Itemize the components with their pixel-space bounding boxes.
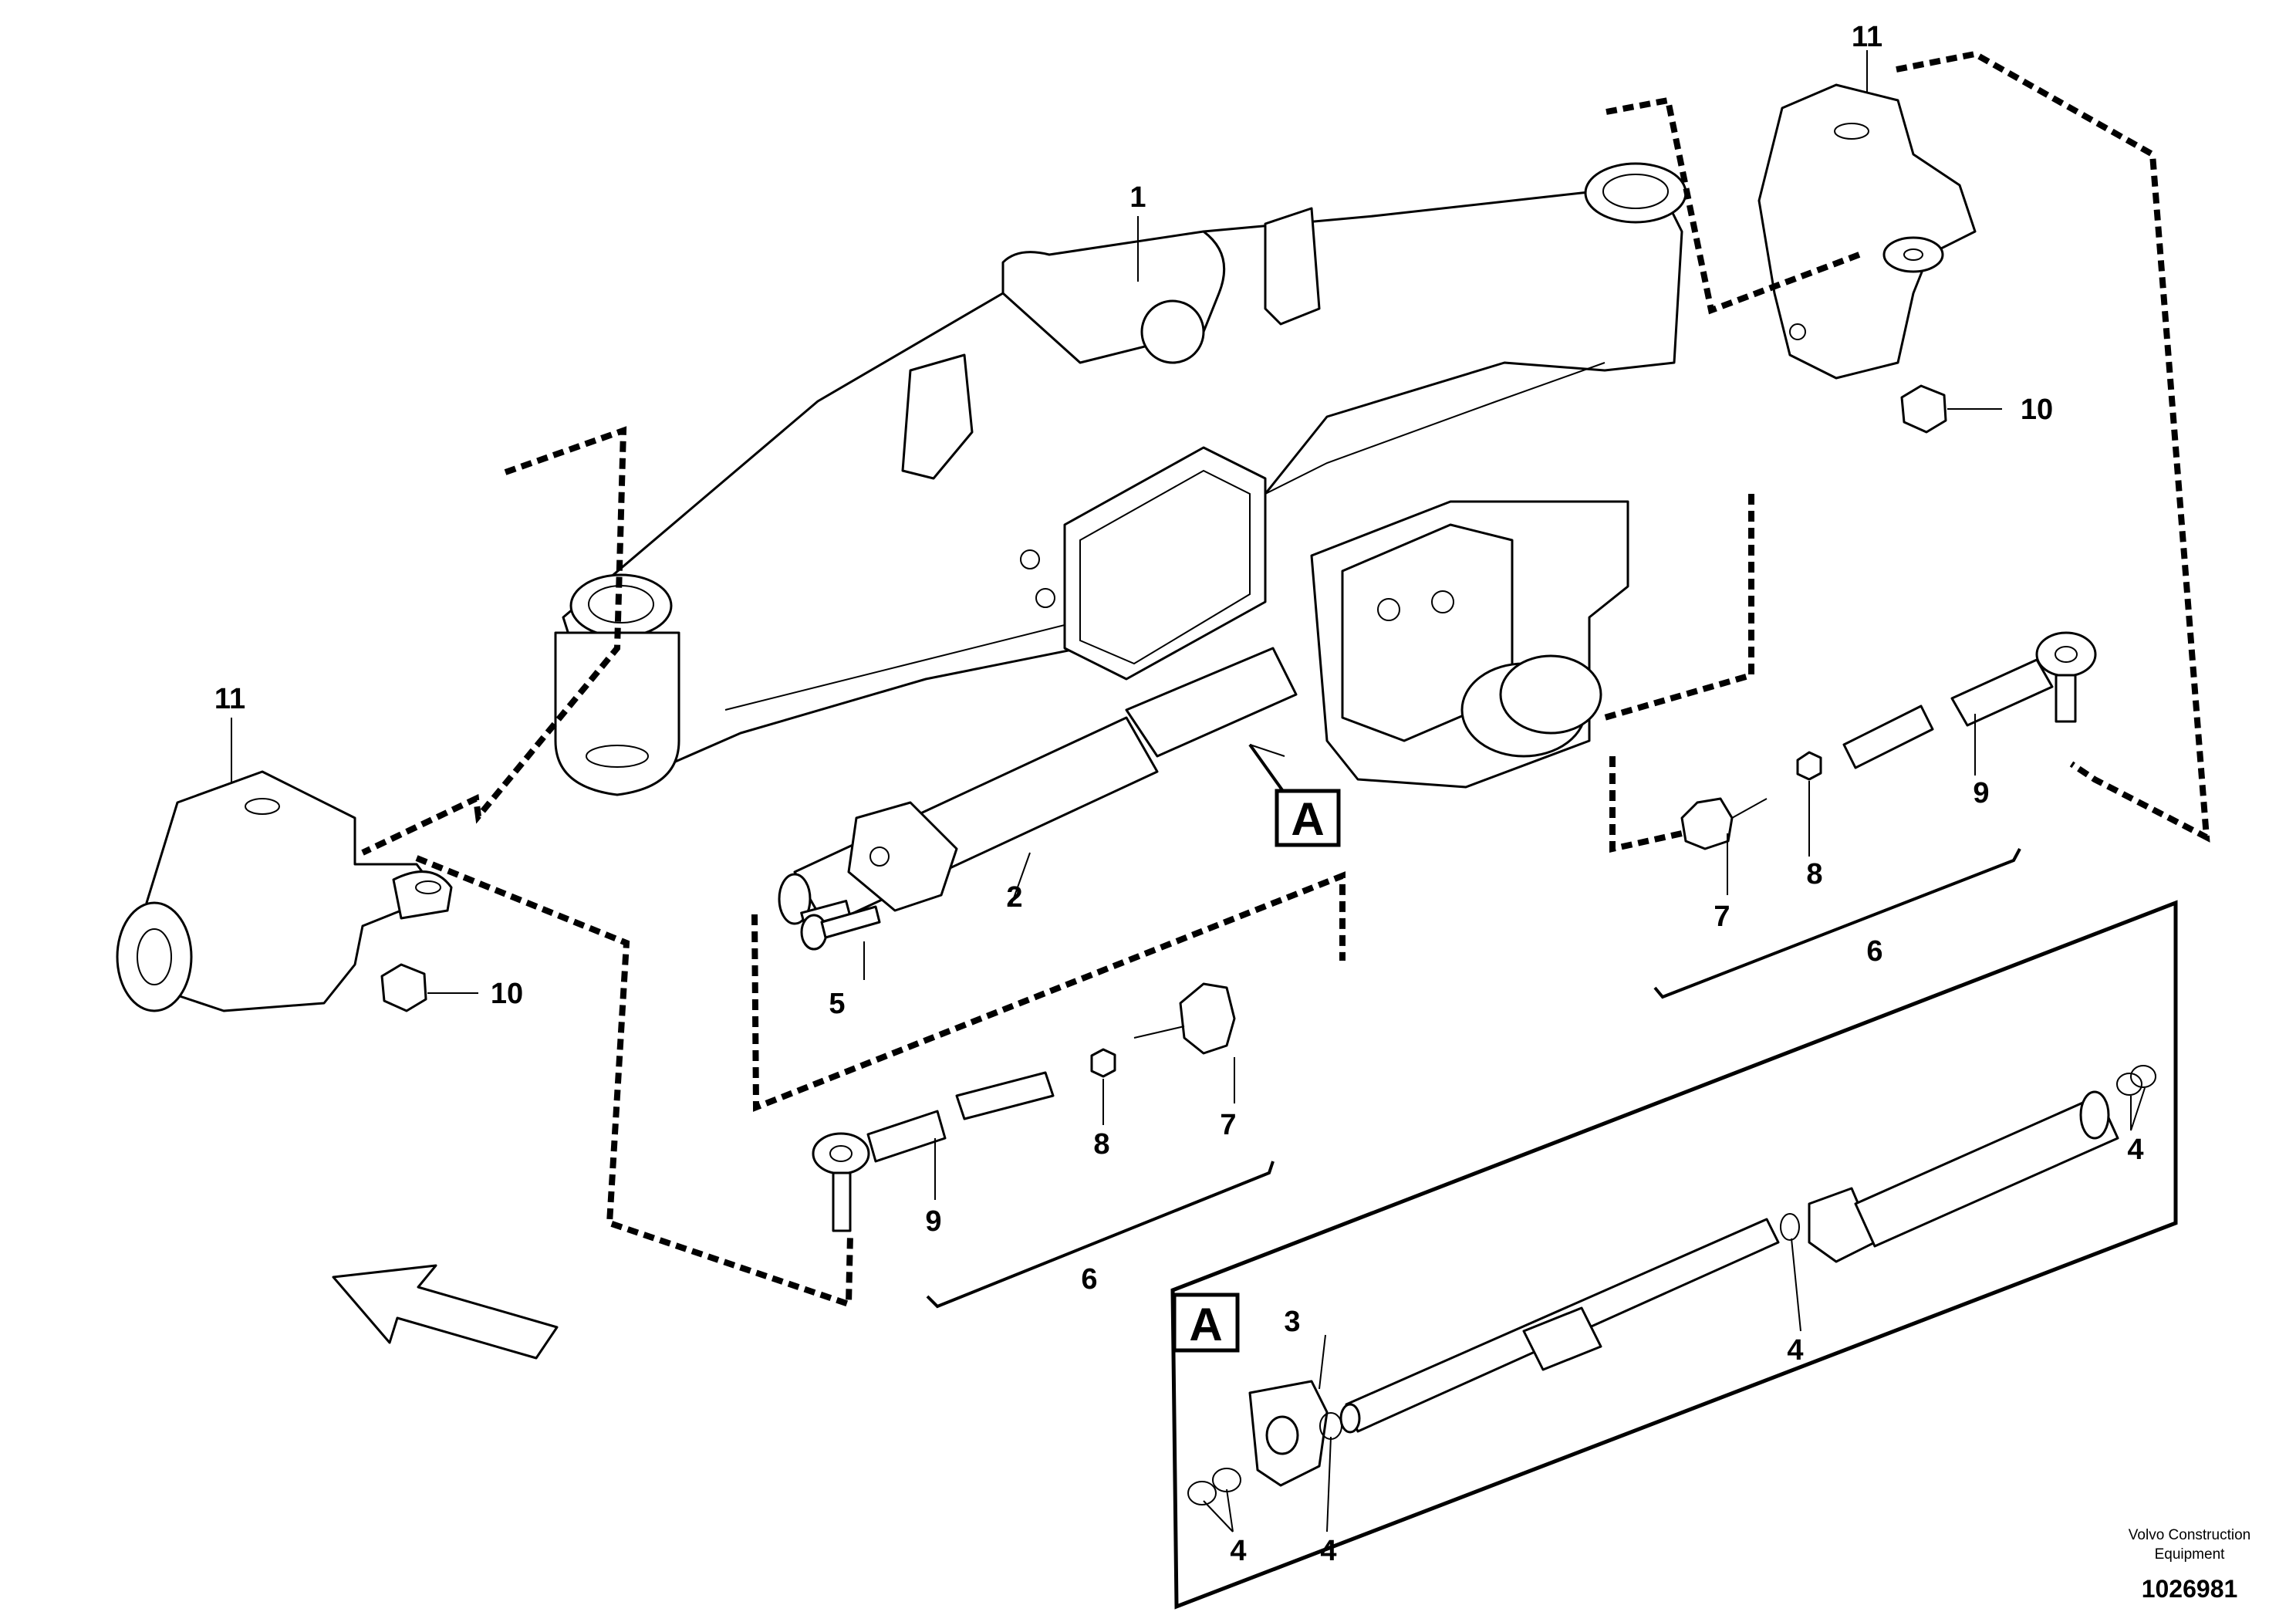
callout-7-right: 7 bbox=[1714, 901, 1730, 933]
steering-knuckle-right bbox=[1757, 83, 1977, 380]
steering-knuckle-left bbox=[116, 770, 453, 1012]
bolt bbox=[800, 905, 881, 951]
callout-1: 1 bbox=[1129, 181, 1146, 214]
callout-11-left: 11 bbox=[214, 683, 245, 715]
tie-rod-left bbox=[812, 982, 1236, 1232]
callout-4c: 4 bbox=[1787, 1334, 1803, 1367]
callout-6-left: 6 bbox=[1081, 1263, 1097, 1296]
callouts: 1 2 3 4 4 4 4 5 6 6 7 7 8 8 9 9 10 10 11… bbox=[214, 21, 2144, 1567]
axle-housing bbox=[554, 162, 1687, 796]
cylinder-bracket bbox=[1310, 500, 1629, 789]
nut-left bbox=[380, 963, 427, 1012]
tie-rod-right bbox=[1680, 631, 2097, 850]
callout-7-left: 7 bbox=[1220, 1109, 1236, 1141]
callout-3: 3 bbox=[1284, 1306, 1300, 1338]
detail-marker-label: A bbox=[1291, 793, 1324, 845]
detail-box-title: A bbox=[1189, 1299, 1222, 1350]
callout-9-right: 9 bbox=[1973, 777, 1989, 809]
callout-2: 2 bbox=[1006, 881, 1022, 914]
detail-a-parts bbox=[1187, 1065, 2156, 1505]
credit-line-1: Volvo Construction bbox=[2129, 1527, 2250, 1543]
credit-line-2: Equipment bbox=[2155, 1546, 2226, 1563]
detail-box-a bbox=[1170, 900, 2178, 1610]
callout-4d: 4 bbox=[2127, 1134, 2143, 1166]
callout-4b: 4 bbox=[1320, 1535, 1336, 1567]
leader-lines bbox=[231, 50, 2146, 1532]
dashed-group-lines bbox=[361, 50, 2210, 1309]
bracket-6-left bbox=[926, 1161, 1275, 1309]
callout-5: 5 bbox=[829, 988, 845, 1020]
callout-11-right: 11 bbox=[1852, 21, 1882, 53]
arrow-icon bbox=[332, 1264, 559, 1360]
callout-9-left: 9 bbox=[925, 1205, 941, 1238]
callout-6-right: 6 bbox=[1866, 935, 1882, 968]
nut-right bbox=[1900, 384, 1947, 434]
callout-10-right: 10 bbox=[2021, 394, 2053, 426]
callout-8-right: 8 bbox=[1806, 858, 1822, 890]
document-number: 1026981 bbox=[2142, 1575, 2238, 1603]
bracket-6-right bbox=[1653, 848, 2021, 999]
callout-8-left: 8 bbox=[1093, 1128, 1109, 1161]
callout-4a: 4 bbox=[1230, 1535, 1246, 1567]
footer-credit: Volvo Construction Equipment 1026981 bbox=[2129, 1527, 2250, 1603]
detail-marker-a: A bbox=[1248, 743, 1341, 847]
callout-10-left: 10 bbox=[491, 978, 523, 1010]
detail-box-label: A bbox=[1172, 1293, 1240, 1353]
